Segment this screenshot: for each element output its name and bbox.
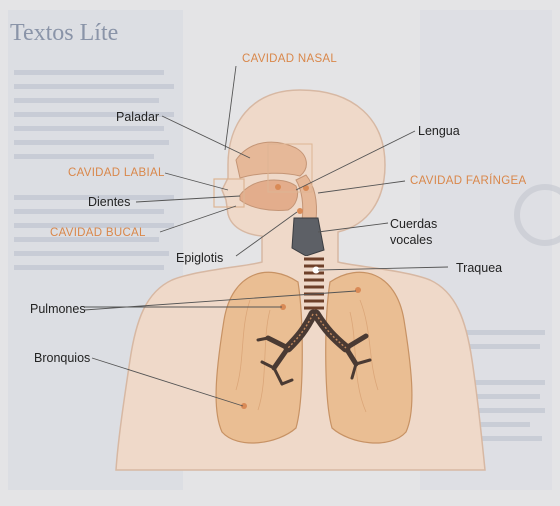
- background-heading: Textos Líte: [10, 20, 118, 46]
- epiglottis-dot: [297, 208, 303, 214]
- lung-dot-right: [355, 287, 361, 293]
- label-paladar: Paladar: [116, 110, 159, 124]
- label-epiglotis: Epiglotis: [176, 251, 223, 265]
- label-dientes: Dientes: [88, 195, 130, 209]
- label-cavidad-labial: CAVIDAD LABIAL: [68, 166, 165, 180]
- label-cavidad-bucal: CAVIDAD BUCAL: [50, 226, 146, 240]
- label-pulmones: Pulmones: [30, 302, 86, 316]
- mouth-dot: [275, 184, 281, 190]
- label-bronquios: Bronquios: [34, 351, 90, 365]
- label-cavidad-nasal: CAVIDAD NASAL: [242, 52, 337, 66]
- label-traquea: Traquea: [456, 261, 502, 275]
- label-cuerdas-vocales: Cuerdas vocales: [390, 216, 460, 248]
- label-lengua: Lengua: [418, 124, 460, 138]
- label-cavidad-faringea: CAVIDAD FARÍNGEA: [410, 174, 526, 188]
- larynx: [292, 218, 324, 256]
